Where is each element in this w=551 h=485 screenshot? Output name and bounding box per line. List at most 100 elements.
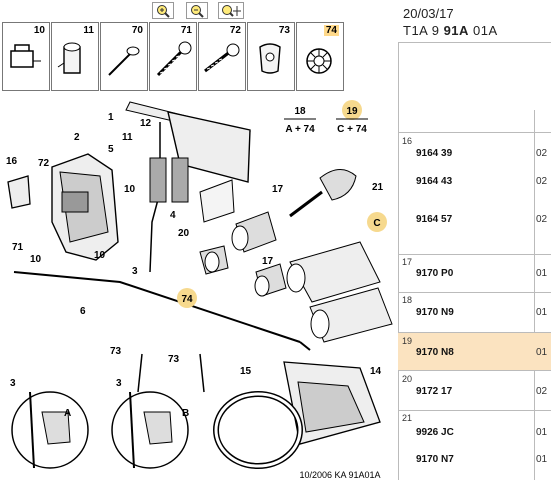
part-number[interactable]: 9170 P0 [416, 268, 454, 279]
lock-barrel-a [199, 245, 287, 297]
label-5: 5 [108, 144, 114, 155]
rod-4 [149, 122, 161, 273]
quantity: 01 [536, 454, 548, 465]
divider [398, 132, 551, 133]
part-number[interactable]: 9170 N7 [416, 454, 454, 465]
strip-cell-74[interactable]: 74 [296, 22, 344, 91]
strip-cell-71[interactable]: 71 [149, 22, 197, 91]
label-a: A [64, 408, 71, 419]
screw-icon [204, 43, 240, 73]
divider [398, 42, 551, 43]
pair-19-sub: C + 74 [337, 124, 367, 135]
callout-74-circle [177, 288, 197, 308]
strip-number: 72 [229, 25, 241, 36]
part-number[interactable]: 9170 N8 [416, 347, 454, 358]
pin-73a [137, 353, 143, 393]
callout-c-circle [367, 212, 387, 232]
detail-a [11, 391, 89, 469]
screw-icon [156, 41, 192, 77]
label-73: 73 [110, 346, 122, 357]
part-number[interactable]: 9164 39 [416, 148, 453, 159]
label-21: 21 [372, 182, 384, 193]
quantity: 02 [536, 386, 548, 397]
cap-icon [57, 42, 81, 74]
bezel-15 [213, 391, 303, 469]
label-16: 16 [6, 156, 18, 167]
quantity: 01 [536, 427, 548, 438]
small-parts-strip: 10 11 70 71 72 73 74 [0, 22, 398, 92]
label-10: 10 [124, 184, 136, 195]
strip-cell-72[interactable]: 72 [198, 22, 246, 91]
strip-cell-11[interactable]: 11 [51, 22, 99, 91]
zoom-pan-icon [222, 5, 241, 17]
rod-6 [13, 271, 301, 343]
zoom-out-icon [191, 5, 204, 18]
label-3: 3 [116, 378, 122, 389]
part-number[interactable]: 9164 43 [416, 176, 453, 187]
label-17: 17 [262, 256, 274, 267]
parts-list-panel: 20/03/17 T1A 9 91A 01A 16 9164 39 02 916… [398, 0, 551, 480]
pin-73b [199, 353, 205, 393]
pair-18-label: 18 [294, 106, 306, 117]
door-trim-14 [283, 361, 381, 445]
strip-number: 70 [131, 25, 143, 36]
divider [398, 410, 551, 411]
label-11: 11 [122, 132, 133, 143]
label-14: 14 [370, 366, 382, 377]
quantity: 02 [536, 148, 548, 159]
label-1: 1 [108, 112, 114, 123]
quantity: 02 [536, 214, 548, 225]
part-20 [199, 179, 235, 223]
label-73: 73 [168, 354, 180, 365]
key-21 [289, 169, 357, 218]
part-12b [171, 157, 189, 203]
group-number: 20 [402, 374, 413, 384]
strip-number: 73 [278, 25, 290, 36]
strip-number: 11 [83, 25, 94, 36]
zoom-in-button[interactable] [152, 2, 174, 19]
divider [398, 370, 551, 371]
group-number: 19 [402, 336, 413, 346]
label-17: 17 [272, 184, 284, 195]
group-number: 21 [402, 413, 413, 423]
quantity: 01 [536, 268, 548, 279]
label-3: 3 [10, 378, 16, 389]
strip-cell-70[interactable]: 70 [100, 22, 148, 91]
zoom-toolbar [0, 0, 398, 22]
part-number[interactable]: 9170 N9 [416, 307, 454, 318]
strip-number: 74 [323, 25, 339, 36]
label-12: 12 [140, 118, 152, 129]
catalog-code: T1A 9 91A 01A [403, 23, 498, 38]
strip-cell-73[interactable]: 73 [247, 22, 295, 91]
label-b: B [182, 408, 189, 419]
label-20: 20 [178, 228, 190, 239]
rod-6-end [299, 341, 311, 351]
group-number: 18 [402, 295, 413, 305]
strip-number: 10 [33, 25, 45, 36]
label-4: 4 [170, 210, 176, 221]
strip-cell-10[interactable]: 10 [2, 22, 50, 91]
divider [398, 42, 399, 480]
label-10: 10 [94, 250, 106, 261]
part-number[interactable]: 9926 JC [416, 427, 454, 438]
part-16 [7, 175, 31, 209]
pair-19-label: 19 [346, 106, 358, 117]
part-number[interactable]: 9172 17 [416, 386, 453, 397]
selected-row[interactable] [398, 333, 551, 370]
lock-assembly-c [286, 241, 393, 343]
quantity: 01 [536, 307, 548, 318]
quantity: 02 [536, 176, 548, 187]
star-washer-icon [306, 48, 332, 74]
part-number[interactable]: 9164 57 [416, 214, 453, 225]
code-suffix: 01A [468, 23, 498, 38]
lock-body [51, 153, 119, 261]
label-71: 71 [12, 242, 24, 253]
part-12 [149, 157, 167, 203]
zoom-out-button[interactable] [186, 2, 208, 19]
divider [398, 292, 551, 293]
label-6: 6 [80, 306, 86, 317]
zoom-pan-button[interactable] [218, 2, 244, 19]
catalog-date: 20/03/17 [403, 6, 454, 21]
pair-18-sub: A + 74 [285, 124, 315, 135]
rivet-icon [108, 46, 140, 76]
